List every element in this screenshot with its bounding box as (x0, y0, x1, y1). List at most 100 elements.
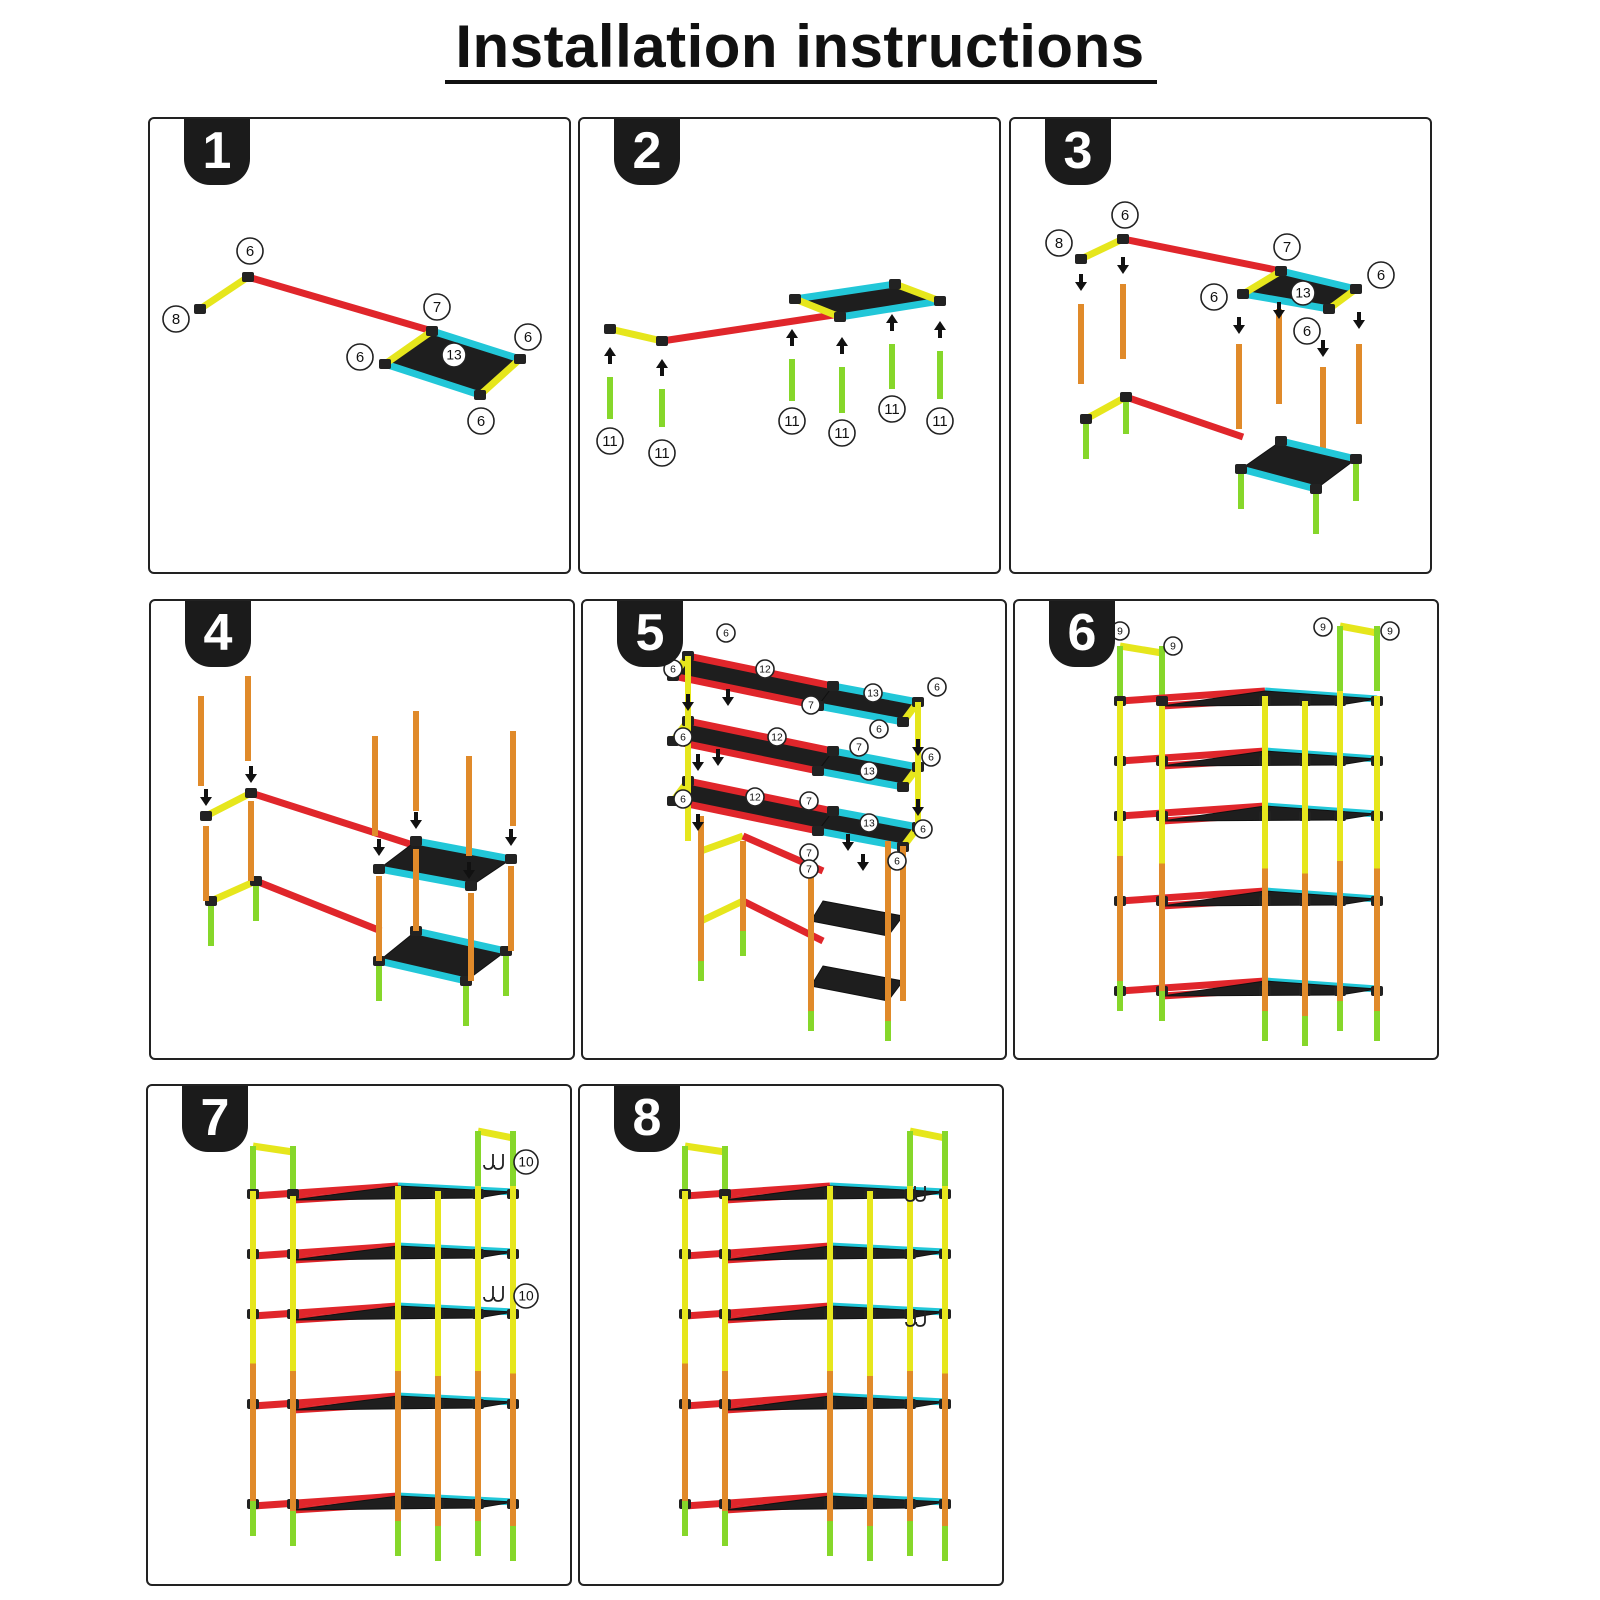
connector-joint (789, 294, 801, 304)
connector-joint (474, 390, 486, 400)
part-number-circle (467, 407, 495, 435)
part-number-circle (767, 727, 787, 747)
part-number-circle (1290, 280, 1316, 306)
arrow-down-icon (692, 754, 704, 771)
cyan-tube (839, 297, 941, 321)
red-tube (1119, 977, 1266, 995)
part-number-label: 6 (356, 349, 364, 366)
part-number-label: 11 (884, 401, 900, 418)
arrow-down-icon (692, 814, 704, 831)
part-number-circle (863, 683, 883, 703)
connector-joint (827, 681, 839, 691)
part-number-label: 9 (1170, 641, 1176, 652)
connector-joint (897, 782, 909, 792)
connector-joint (1120, 392, 1132, 402)
arrow-down-icon (912, 799, 924, 816)
part-number-label: 7 (856, 742, 862, 753)
arrow-down-icon (463, 862, 475, 879)
cyan-tube (1280, 437, 1357, 463)
yellow-tube (893, 280, 942, 305)
red-tube (1119, 687, 1266, 705)
cyan-tube (832, 747, 919, 771)
part-number-label: 7 (806, 796, 812, 807)
step-number-8: 8 (614, 1086, 680, 1152)
part-number-label: 11 (602, 433, 618, 450)
part-number-label: 13 (863, 766, 875, 777)
connector-joint (1237, 289, 1249, 299)
hook-icon (915, 1311, 926, 1327)
connector-joint (604, 324, 616, 334)
arrow-down-icon (1273, 302, 1285, 319)
connector-joint (1117, 234, 1129, 244)
part-number-label: 9 (1117, 626, 1123, 637)
arrow-up-icon (604, 347, 616, 364)
part-number-circle (859, 761, 879, 781)
connector-joint (194, 304, 206, 314)
yellow-tube (1079, 235, 1125, 263)
yellow-tube (699, 832, 745, 855)
connector-joint (1235, 464, 1247, 474)
part-number-label: 13 (863, 818, 875, 829)
connector-joint (897, 717, 909, 727)
red-tube (249, 789, 418, 850)
connector-joint (426, 326, 438, 336)
part-number-circle (1313, 617, 1333, 637)
yellow-tube (198, 274, 250, 312)
arrow-up-icon (934, 321, 946, 338)
red-tube (1122, 235, 1282, 275)
part-number-label: 11 (654, 445, 670, 462)
arrow-down-icon (1353, 312, 1365, 329)
part-number-circle (755, 659, 775, 679)
part-number-circle (913, 819, 933, 839)
arrow-down-icon (722, 689, 734, 706)
part-number-label: 6 (680, 732, 686, 743)
arrow-down-icon (410, 812, 422, 829)
yellow-tube (204, 789, 253, 820)
red-tube (684, 1302, 831, 1320)
part-number-circle (745, 787, 765, 807)
part-number-label: 6 (1121, 207, 1129, 224)
yellow-tube (1084, 393, 1128, 423)
cyan-tube (378, 865, 472, 890)
red-tube (687, 717, 834, 755)
arrow-up-icon (886, 314, 898, 331)
part-number-label: 12 (749, 792, 761, 803)
yellow-tube (909, 1127, 946, 1142)
step-number-1: 1 (184, 119, 250, 185)
part-number-label: 6 (1303, 323, 1311, 340)
connector-joint (505, 854, 517, 864)
part-number-label: 13 (446, 348, 462, 363)
cyan-tube (1280, 267, 1357, 293)
part-number-label: 11 (834, 425, 850, 442)
part-number-circle (887, 851, 907, 871)
cyan-tube (415, 927, 507, 955)
hook-icon (483, 1286, 494, 1302)
connector-joint (465, 881, 477, 891)
part-number-label: 6 (920, 824, 926, 835)
red-tube (684, 1492, 831, 1510)
part-number-circle (801, 695, 821, 715)
arrow-down-icon (712, 749, 724, 766)
connector-joint (812, 826, 824, 836)
connector-joint (656, 336, 668, 346)
part-number-circle (346, 343, 374, 371)
red-tube (672, 672, 819, 710)
part-number-circle (1273, 233, 1301, 261)
red-tube (661, 310, 841, 345)
part-number-circle (921, 747, 941, 767)
red-tube (252, 1302, 399, 1320)
part-number-label: 11 (932, 413, 948, 430)
connector-joint (834, 312, 846, 322)
red-tube (252, 1492, 399, 1510)
connector-joint (200, 811, 212, 821)
yellow-tube (209, 877, 258, 905)
part-number-circle (1111, 201, 1139, 229)
step-panel-4: 4 (149, 599, 575, 1060)
cyan-tube (383, 360, 482, 399)
part-number-circle (513, 1149, 539, 1175)
part-number-circle (1163, 636, 1183, 656)
